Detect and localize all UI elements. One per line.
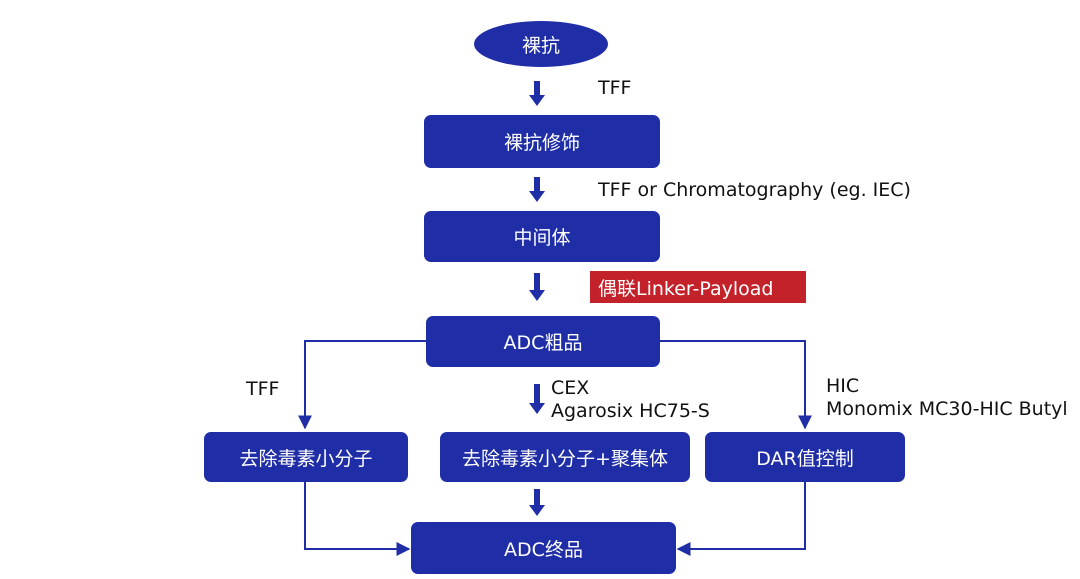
node-remove-small-molecules: 去除毒素小分子 (204, 432, 408, 482)
label-hic: HIC Monomix MC30-HIC Butyl (826, 375, 1068, 421)
merge-right-line (676, 482, 806, 556)
label-hic-method: HIC (826, 375, 860, 397)
node-modify: 裸抗修饰 (424, 115, 660, 168)
label-tff-1: TFF (598, 77, 632, 99)
node-remove-small-and-aggregates: 去除毒素小分子+聚集体 (440, 432, 690, 482)
node-intermediate: 中间体 (424, 211, 660, 262)
label-hic-resin: Monomix MC30-HIC Butyl (826, 398, 1068, 420)
node-dar-control: DAR值控制 (705, 432, 905, 482)
thick-arrow-final (529, 489, 545, 516)
label-tff-left: TFF (246, 378, 280, 400)
thick-arrow-cex (529, 384, 545, 414)
branch-right-line (660, 340, 812, 430)
branch-left-line (298, 340, 426, 430)
node-adc-final: ADC终品 (411, 522, 676, 574)
thick-arrow-2 (529, 177, 545, 202)
merge-left-line (304, 482, 411, 556)
label-tff-chromatography: TFF or Chromatography (eg. IEC) (598, 179, 911, 201)
label-cex-method: CEX (551, 377, 590, 399)
label-cex: CEX Agarosix HC75-S (551, 377, 710, 423)
node-start: 裸抗 (474, 21, 608, 67)
label-cex-resin: Agarosix HC75-S (551, 400, 710, 422)
thick-arrow-3 (529, 273, 545, 301)
thick-arrow-1 (529, 81, 545, 106)
conjugation-tag: 偶联Linker-Payload (590, 271, 806, 303)
node-adc-crude: ADC粗品 (426, 316, 660, 367)
